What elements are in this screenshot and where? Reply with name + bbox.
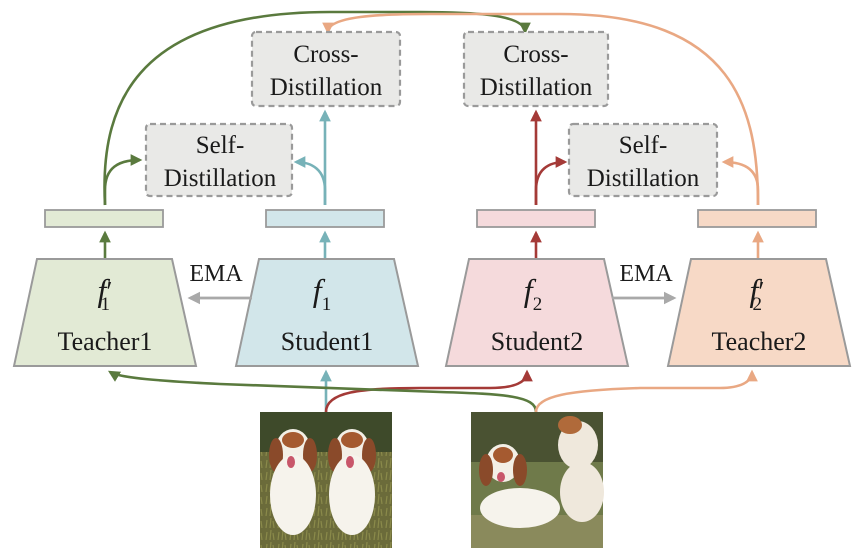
cross-distillation-right-line2: Distillation	[480, 74, 593, 101]
input-image-right	[471, 412, 604, 548]
self-distillation-box-left: Self- Distillation	[144, 122, 294, 198]
self-distillation-right-line1: Self-	[619, 132, 668, 159]
arrow-student1-to-self	[293, 156, 327, 205]
self-distillation-left-line2: Distillation	[164, 165, 277, 192]
teacher2-function: f′2	[749, 272, 764, 315]
teacher1-label: Teacher1	[58, 327, 153, 356]
cross-distillation-box-right: Cross- Distillation	[462, 30, 610, 108]
self-distillation-right-line2: Distillation	[587, 165, 700, 192]
ema-right-label: EMA	[619, 261, 673, 287]
feature-bar-student1	[265, 209, 385, 228]
cross-distillation-right-line1: Cross-	[503, 41, 568, 68]
student2-network: f2 Student2	[444, 258, 630, 367]
teacher1-network: f′1 Teacher1	[12, 258, 198, 367]
teacher2-network: f′2 Teacher2	[666, 258, 852, 367]
student1-label: Student1	[281, 327, 373, 356]
self-distillation-box-right: Self- Distillation	[567, 122, 719, 198]
ema-left-label: EMA	[189, 261, 243, 287]
feature-bar-student2	[476, 209, 596, 228]
student1-network: f1 Student1	[234, 258, 420, 367]
arrow-teacher2-to-left-cross	[322, 12, 760, 206]
arrow-teacher1-to-right-cross	[103, 10, 531, 206]
arrow-teacher1-to-self	[103, 154, 143, 205]
teacher2-label: Teacher2	[712, 327, 807, 356]
cross-distillation-left-line2: Distillation	[270, 74, 383, 101]
feature-bar-teacher1	[44, 209, 164, 228]
arrow-image-right-to-teacher1	[107, 370, 538, 413]
arrow-image-left-to-student2	[324, 369, 533, 413]
teacher1-function: f′1	[97, 272, 112, 315]
cross-distillation-left-line1: Cross-	[293, 41, 358, 68]
arrow-teacher2-to-self	[721, 156, 760, 205]
self-distillation-left-line1: Self-	[196, 132, 245, 159]
cross-distillation-box-left: Cross- Distillation	[250, 30, 402, 108]
arrow-image-right-to-teacher2	[534, 369, 758, 413]
feature-bar-teacher2	[697, 209, 817, 228]
arrow-student2-to-self	[534, 156, 568, 205]
input-image-left	[260, 412, 392, 548]
student2-label: Student2	[491, 327, 583, 356]
